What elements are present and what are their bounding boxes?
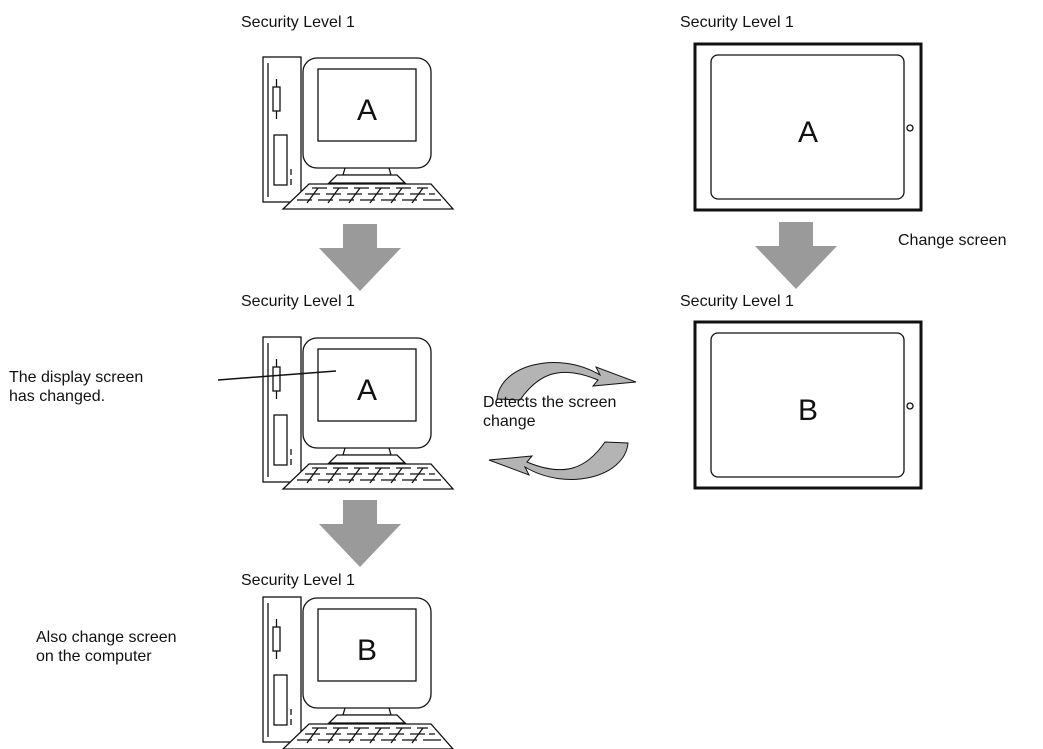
change-screen-label: Change screen — [898, 232, 1007, 249]
computer-bottom — [262, 596, 454, 749]
pc-middle-screen-letter: A — [356, 374, 377, 407]
flow-arrow-pc-2 — [319, 500, 401, 567]
also-change-label-line2: on the computer — [36, 648, 152, 665]
display-changed-label-line1: The display screen — [9, 369, 144, 386]
computer-top — [262, 56, 454, 210]
panel-top-screen-letter: A — [797, 116, 818, 149]
display-changed-label-line2: has changed. — [9, 388, 106, 405]
detects-change-label-line2: change — [483, 413, 536, 430]
pc-top-screen-letter: A — [356, 94, 377, 127]
pc-bottom-security-label: Security Level 1 — [241, 572, 355, 589]
sync-arrow-upper — [496, 362, 637, 401]
flow-arrow-pc-1 — [319, 224, 401, 291]
flow-arrow-panel — [755, 222, 837, 289]
pc-bottom-screen-letter: B — [356, 634, 377, 667]
also-change-label-line1: Also change screen — [36, 629, 177, 646]
callout-line — [217, 370, 337, 381]
detects-change-label-line1: Detects the screen — [483, 394, 617, 411]
panel-top-security-label: Security Level 1 — [680, 14, 794, 31]
sync-arrow-lower — [488, 441, 629, 480]
pc-middle-security-label: Security Level 1 — [241, 293, 355, 310]
panel-bottom-screen-letter: B — [797, 394, 818, 427]
panel-bottom-security-label: Security Level 1 — [680, 293, 794, 310]
computer-middle — [262, 336, 454, 490]
pc-top-security-label: Security Level 1 — [241, 14, 355, 31]
